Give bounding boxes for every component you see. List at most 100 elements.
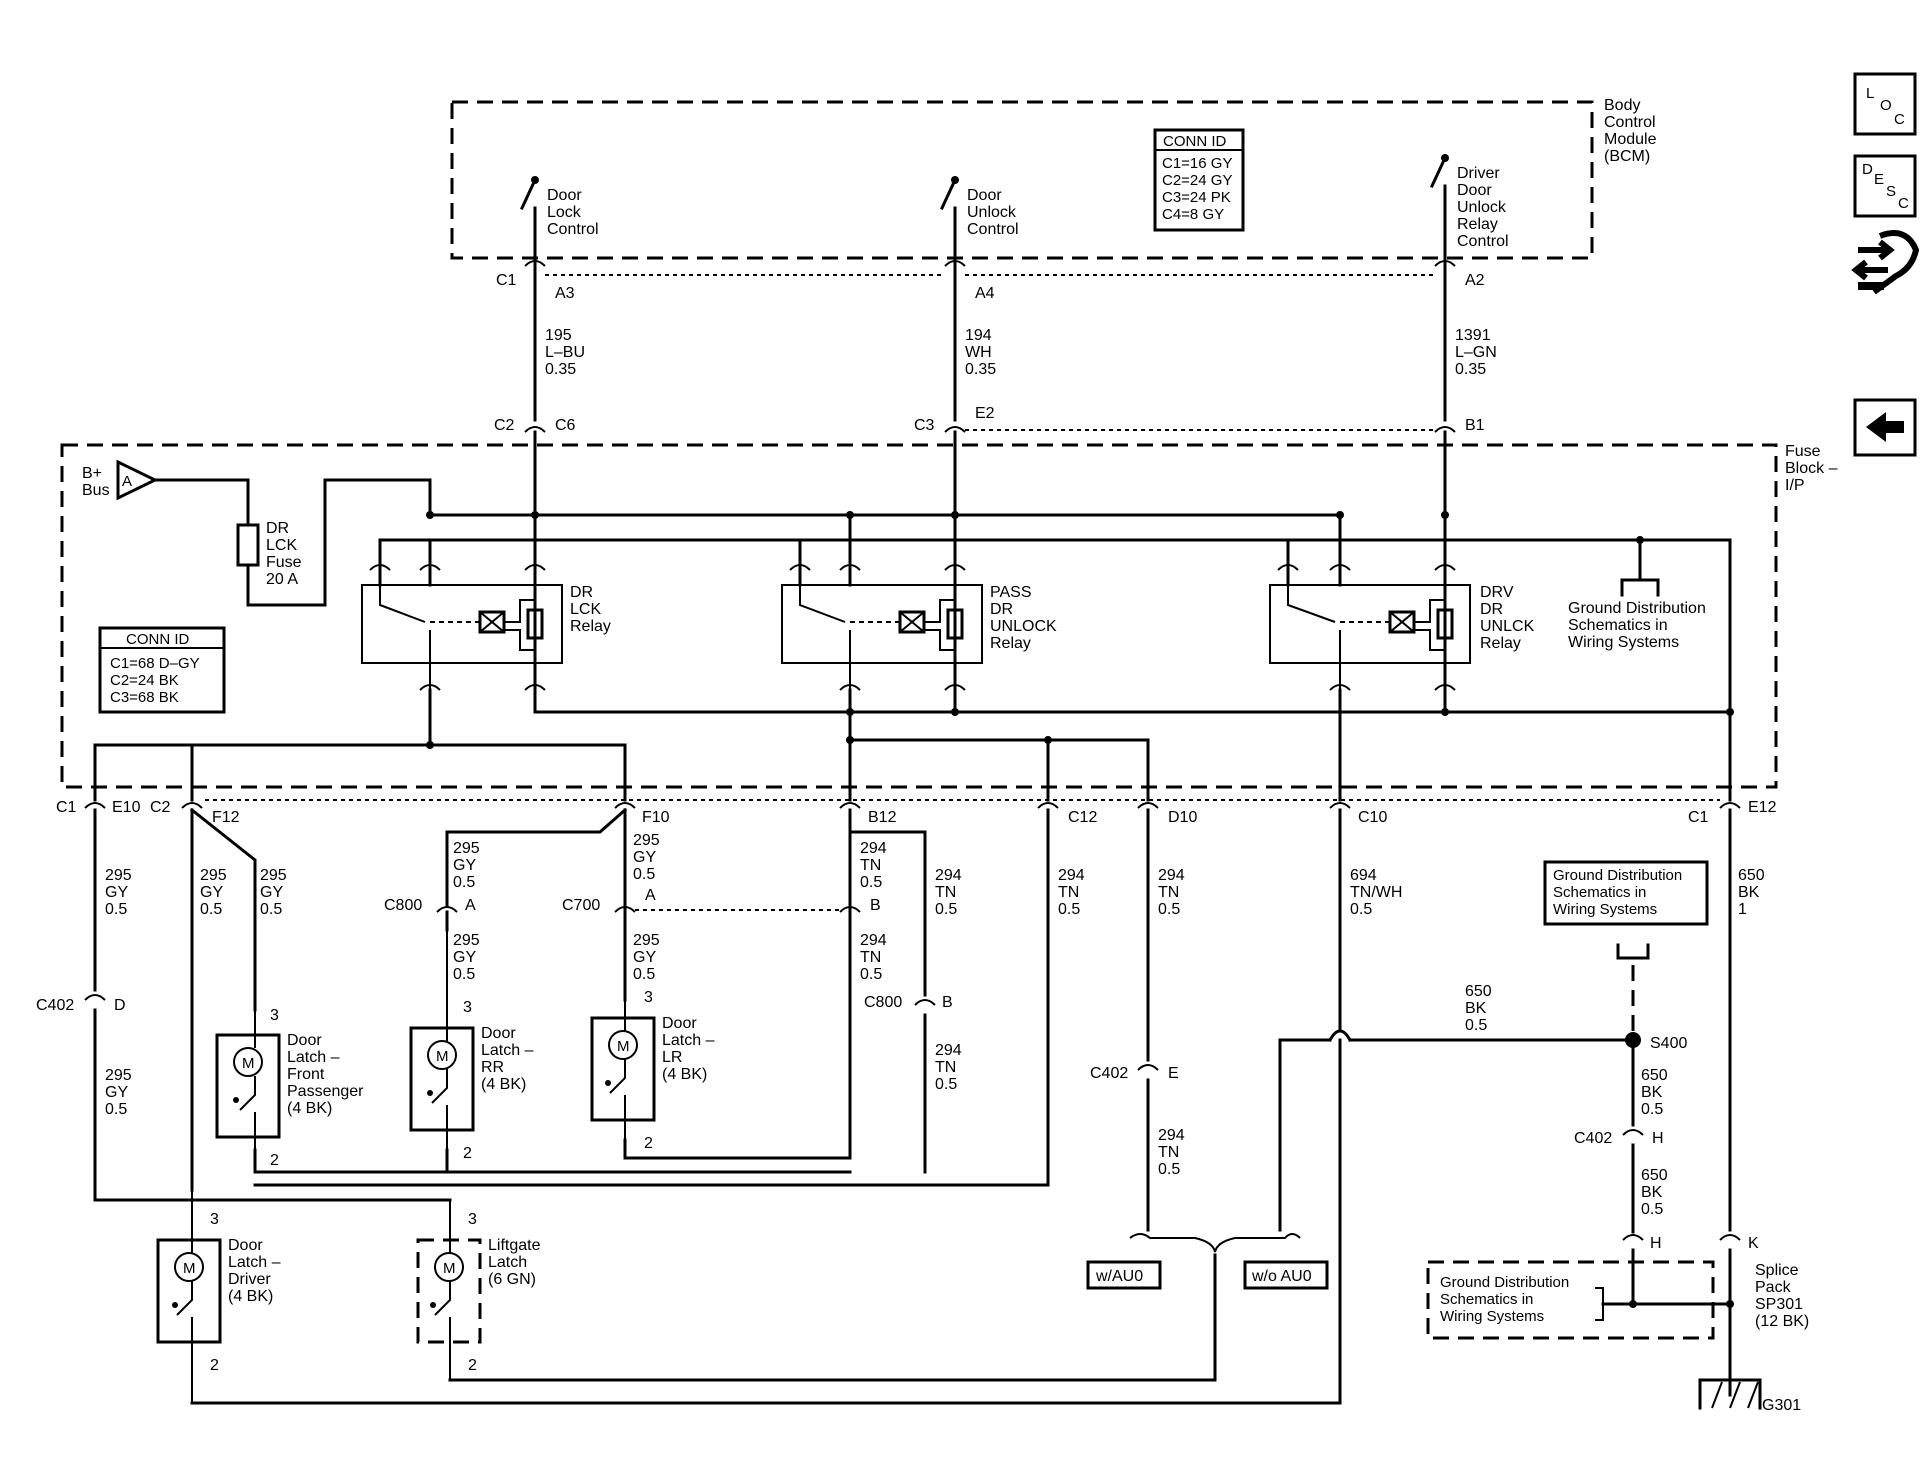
svg-text:Door: Door [1457, 182, 1492, 199]
svg-text:295: 295 [633, 832, 660, 849]
door-lock-control-switch: Door Lock Control [520, 176, 599, 272]
svg-text:0.5: 0.5 [1058, 901, 1080, 918]
svg-text:Driver: Driver [1457, 165, 1500, 182]
svg-text:0.5: 0.5 [200, 901, 222, 918]
svg-text:Latch –: Latch – [662, 1032, 715, 1049]
svg-text:Bus: Bus [82, 482, 110, 499]
svg-text:Control: Control [967, 221, 1019, 238]
svg-text:0.5: 0.5 [1641, 1201, 1663, 1218]
svg-text:Door: Door [547, 187, 582, 204]
svg-text:C402: C402 [36, 997, 74, 1014]
svg-text:2: 2 [210, 1357, 219, 1374]
fuse-block-bottom-connector-row: C1 E10 C2 F12 F10 B12 C12 D10 C10 C1 E12 [56, 799, 1777, 826]
svg-text:Control: Control [1457, 233, 1509, 250]
svg-text:C1: C1 [1688, 809, 1709, 826]
svg-text:C800: C800 [384, 897, 422, 914]
svg-text:TN: TN [860, 857, 881, 874]
svg-text:Liftgate: Liftgate [488, 1237, 541, 1254]
pass-dr-unlock-relay: PASS DR UNLOCK Relay [781, 513, 1057, 714]
svg-text:LCK: LCK [266, 537, 297, 554]
svg-text:A: A [465, 897, 476, 914]
svg-text:WH: WH [965, 344, 992, 361]
svg-text:M: M [242, 1055, 255, 1072]
svg-text:0.5: 0.5 [453, 874, 475, 891]
svg-text:Schematics in: Schematics in [1440, 1291, 1533, 1308]
svg-text:B1: B1 [1465, 417, 1485, 434]
fuse-block-internal-wiring: Ground Distribution Schematics in Wiring… [93, 430, 1734, 802]
svg-text:1391: 1391 [1455, 327, 1491, 344]
svg-text:294: 294 [860, 840, 887, 857]
svg-text:Pack: Pack [1755, 1279, 1792, 1296]
svg-text:BK: BK [1738, 884, 1760, 901]
svg-text:H: H [1652, 1130, 1664, 1147]
svg-text:0.5: 0.5 [1158, 1161, 1180, 1178]
svg-text:0.5: 0.5 [260, 901, 282, 918]
svg-text:BK: BK [1465, 1000, 1487, 1017]
svg-text:GY: GY [453, 857, 476, 874]
svg-text:650: 650 [1738, 867, 1765, 884]
svg-text:0.5: 0.5 [1465, 1017, 1487, 1034]
svg-text:C2: C2 [150, 799, 171, 816]
svg-text:GY: GY [633, 949, 656, 966]
svg-text:C: C [1898, 195, 1909, 212]
svg-text:GY: GY [633, 849, 656, 866]
svg-text:DR: DR [266, 520, 289, 537]
splice-pack-sp301: Ground Distribution Schematics in Wiring… [1426, 1260, 1809, 1340]
svg-text:C2: C2 [494, 417, 515, 434]
diagnostic-tools-icon[interactable] [1851, 230, 1920, 295]
option-bracket: w/AU0 w/o AU0 [1086, 1233, 1329, 1290]
svg-text:C2=24 GY: C2=24 GY [1162, 172, 1232, 189]
svg-text:650: 650 [1465, 983, 1492, 1000]
b-plus-bus: B+ Bus A [82, 459, 250, 527]
lower-harness-wires [93, 807, 1732, 1405]
bcm-conn-id-table: CONN ID C1=16 GY C2=24 GY C3=24 PK C4=8 … [1153, 128, 1245, 232]
svg-text:Ground Distribution: Ground Distribution [1568, 600, 1706, 617]
svg-text:GY: GY [453, 949, 476, 966]
svg-text:C402: C402 [1090, 1065, 1128, 1082]
svg-text:0.5: 0.5 [105, 1101, 127, 1118]
svg-text:C10: C10 [1358, 809, 1387, 826]
svg-text:L–GN: L–GN [1455, 344, 1497, 361]
fuse-block-ip: Fuse Block – I/P [60, 443, 1838, 789]
door-latch-lr: M 3 2 Door Latch – LR (4 BK) [590, 989, 852, 1160]
svg-text:D: D [1862, 161, 1873, 178]
svg-text:20 A: 20 A [266, 571, 298, 588]
svg-text:UNLCK: UNLCK [1480, 618, 1535, 635]
svg-text:E: E [1168, 1065, 1179, 1082]
back-arrow-button[interactable] [1853, 398, 1917, 457]
svg-text:650: 650 [1641, 1067, 1668, 1084]
svg-text:GY: GY [200, 884, 223, 901]
svg-text:B: B [942, 994, 953, 1011]
door-latch-rr: M 3 2 Door Latch – RR (4 BK) [409, 930, 534, 1174]
svg-text:G301: G301 [1762, 1397, 1801, 1414]
svg-text:S400: S400 [1650, 1035, 1687, 1052]
svg-text:SP301: SP301 [1755, 1296, 1803, 1313]
svg-text:0.5: 0.5 [1158, 901, 1180, 918]
svg-text:C1=68 D–GY: C1=68 D–GY [110, 655, 200, 672]
svg-text:Lock: Lock [547, 204, 582, 221]
svg-text:3: 3 [468, 1211, 477, 1228]
svg-text:294: 294 [1058, 867, 1085, 884]
svg-text:Front: Front [287, 1066, 325, 1083]
svg-text:CONN ID: CONN ID [126, 631, 190, 648]
loc-button[interactable]: L O C [1853, 72, 1917, 136]
svg-text:M: M [436, 1048, 449, 1065]
desc-button[interactable]: D E S C [1853, 154, 1917, 218]
svg-text:294: 294 [935, 1042, 962, 1059]
svg-text:B12: B12 [868, 809, 897, 826]
inline-connectors: C800 A C700 A B C800 B C402 D C402 E C40… [36, 887, 1759, 1252]
svg-text:L: L [1866, 85, 1874, 102]
svg-text:M: M [617, 1038, 630, 1055]
svg-text:0.5: 0.5 [860, 874, 882, 891]
svg-text:Schematics in: Schematics in [1553, 884, 1646, 901]
svg-text:(4 BK): (4 BK) [287, 1100, 332, 1117]
door-latch-front-passenger: M 3 2 Door Latch – Front Passenger (4 BK… [215, 1007, 852, 1174]
svg-text:0.35: 0.35 [965, 361, 996, 378]
svg-text:GY: GY [105, 1084, 128, 1101]
liftgate-latch: M 3 2 Liftgate Latch (6 GN) [416, 1200, 1217, 1382]
svg-text:195: 195 [545, 327, 572, 344]
svg-text:C3=68 BK: C3=68 BK [110, 689, 179, 706]
svg-text:3: 3 [463, 999, 472, 1016]
